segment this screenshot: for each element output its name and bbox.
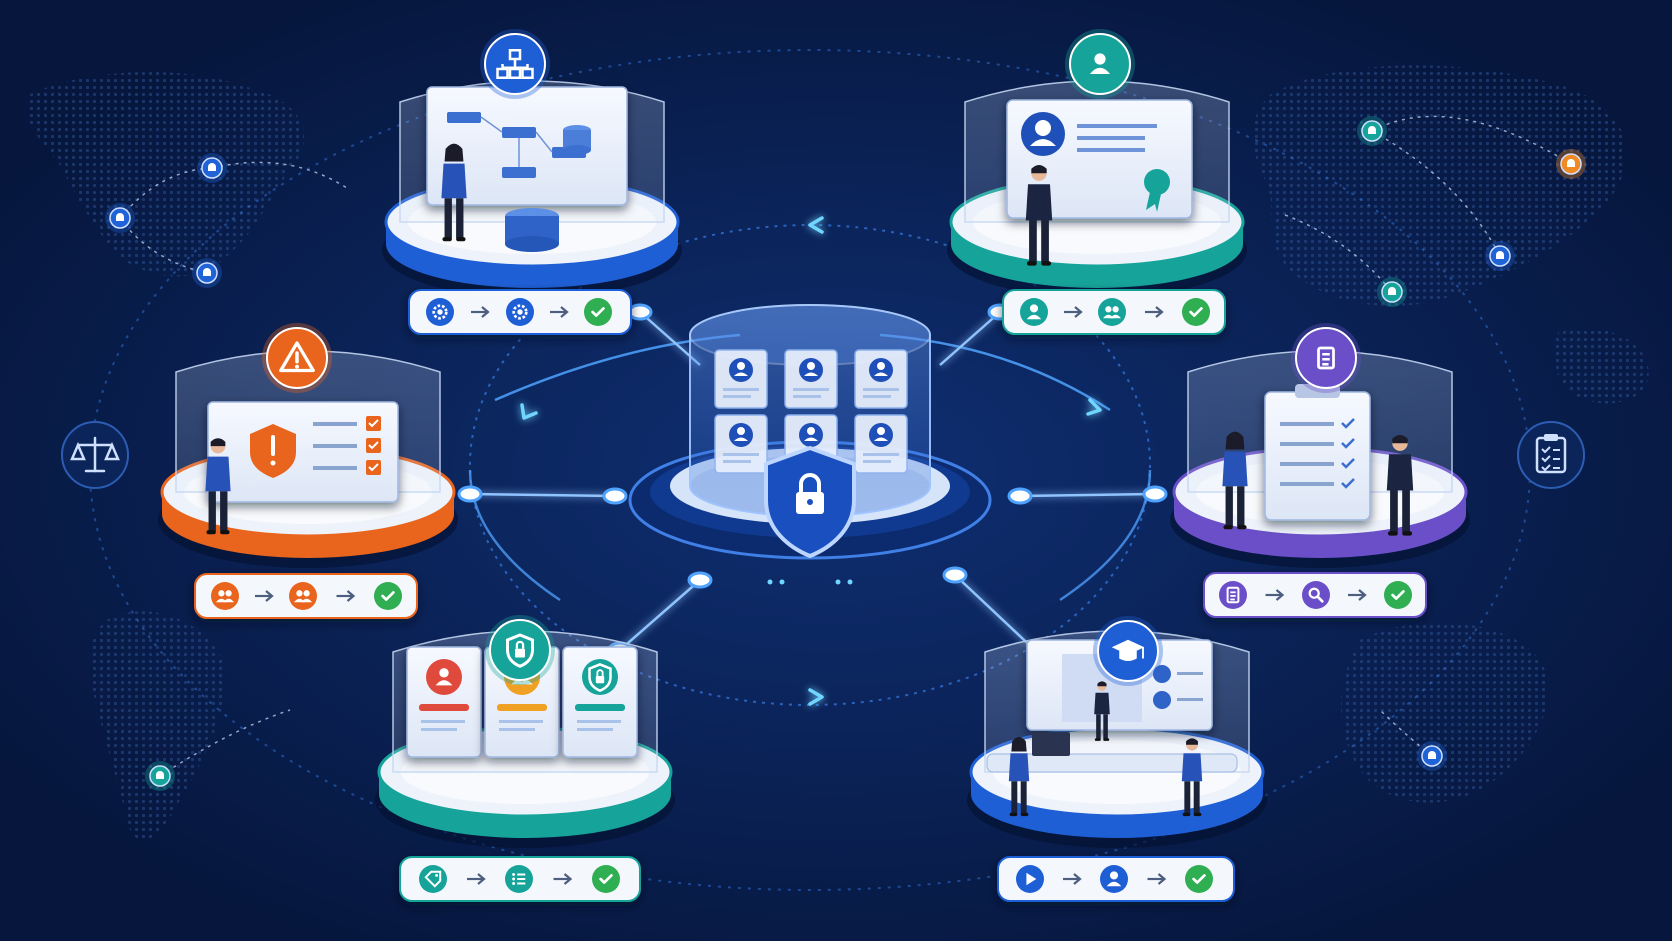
- arrow-right-icon: [1265, 589, 1285, 601]
- process-flow-pill[interactable]: [1002, 289, 1226, 335]
- location-node-icon: [145, 761, 175, 791]
- central-hub: [628, 304, 992, 585]
- person-figure: [441, 143, 467, 242]
- check-icon: [1384, 581, 1412, 609]
- arrow-right-icon: [550, 306, 569, 318]
- person-figure: [1386, 434, 1414, 536]
- connector-node: [1007, 487, 1033, 505]
- location-node-icon: [1377, 277, 1407, 307]
- connector-node: [687, 571, 713, 589]
- location-node-icon: [1485, 241, 1515, 271]
- user-icon: [1100, 865, 1128, 893]
- process-flow-pill[interactable]: [1203, 572, 1427, 618]
- process-flow-pill[interactable]: [997, 856, 1235, 902]
- flow-arrow-bottom: [808, 688, 824, 706]
- module-badge-warning-icon: [262, 323, 332, 393]
- location-node-icon: [1357, 116, 1387, 146]
- module-badge-hierarchy-icon: [480, 29, 550, 99]
- check-icon: [584, 298, 612, 326]
- scales-icon: [61, 421, 129, 489]
- alert-user-icon: [211, 582, 239, 610]
- module-badge-document-icon: [1291, 323, 1361, 393]
- play-icon: [1016, 865, 1044, 893]
- module-training[interactable]: [967, 616, 1267, 902]
- connector-node: [602, 487, 628, 505]
- arrow-right-icon: [1147, 873, 1167, 885]
- location-node-icon: [1417, 741, 1447, 771]
- arrow-right-icon: [1063, 873, 1082, 885]
- check-icon: [592, 865, 620, 893]
- user-icon: [1020, 298, 1048, 326]
- clipboard-checklist-icon: [1517, 421, 1585, 489]
- search-icon: [1302, 581, 1330, 609]
- users-icon: [1098, 298, 1126, 326]
- module-identity[interactable]: [947, 29, 1247, 335]
- check-icon: [374, 582, 402, 610]
- flow-arrows: [520, 216, 1102, 706]
- scene-video-training-session: [986, 639, 1238, 817]
- location-node-icon: [105, 203, 135, 233]
- connector-node: [1142, 485, 1168, 503]
- check-icon: [1182, 298, 1210, 326]
- location-node-icon: [192, 258, 222, 288]
- arrow-right-icon: [1145, 306, 1164, 318]
- map-nodes: [105, 116, 1586, 791]
- scene-two-people-reviewing-checklist: [1222, 384, 1414, 536]
- arrow-right-icon: [467, 873, 486, 885]
- arrow-right-icon: [255, 590, 274, 602]
- module-risk[interactable]: [158, 323, 458, 619]
- connector-node: [457, 485, 483, 503]
- tag-icon: [419, 865, 447, 893]
- scene-role-cards: [406, 646, 638, 758]
- process-flow-pill[interactable]: [408, 289, 632, 335]
- module-badge-user-icon: [1065, 29, 1135, 99]
- person-figure: [1094, 681, 1110, 741]
- arrow-right-icon: [471, 306, 490, 318]
- hub-connectors: [469, 311, 1156, 656]
- user-profile-card: [714, 349, 768, 409]
- person-figure: [205, 438, 231, 535]
- module-badge-graduation-cap-icon: [1093, 616, 1163, 686]
- users-icon: [289, 582, 317, 610]
- module-architecture[interactable]: [382, 29, 682, 335]
- location-node-icon: [1556, 149, 1586, 179]
- person-figure: [1222, 431, 1248, 530]
- location-node-icon: [197, 153, 227, 183]
- scene-person-reviewing-alert-checklist: [205, 401, 399, 535]
- map-routes: [119, 115, 1572, 777]
- user-profile-card: [854, 414, 908, 474]
- gear-icon: [506, 298, 534, 326]
- list-icon: [505, 865, 533, 893]
- connector-node: [627, 303, 653, 321]
- gear-icon: [426, 298, 454, 326]
- document-icon: [1219, 581, 1247, 609]
- shield-lock-icon: [764, 445, 856, 559]
- shield-lock-icon: [582, 659, 618, 695]
- user-profile-card: [854, 349, 908, 409]
- arrow-right-icon: [1348, 589, 1367, 601]
- person-figure: [1025, 164, 1053, 266]
- arrow-right-icon: [1064, 306, 1083, 318]
- process-flow-pill[interactable]: [399, 856, 641, 902]
- scene-person-with-id-certificate: [1006, 99, 1193, 266]
- person-figure: [1008, 737, 1030, 817]
- user-profile-card: [784, 349, 838, 409]
- module-access-control[interactable]: [375, 615, 675, 902]
- connector-node: [942, 566, 968, 584]
- module-documentation[interactable]: [1170, 323, 1470, 618]
- user-profile-card: [714, 414, 768, 474]
- flow-arrow-right: [1086, 398, 1102, 416]
- arrow-right-icon: [553, 873, 573, 885]
- flow-arrow-top: [808, 216, 824, 234]
- world-map-dotted: [26, 65, 1649, 841]
- person-figure: [1181, 738, 1203, 817]
- module-badge-shield-lock-icon: [485, 615, 555, 685]
- user-icon: [426, 659, 462, 695]
- check-icon: [1185, 865, 1213, 893]
- process-flow-pill[interactable]: [194, 573, 418, 619]
- scene-person-presenting-flowchart: [426, 86, 628, 252]
- arrow-right-icon: [336, 590, 356, 602]
- flow-arrow-left: [520, 403, 538, 420]
